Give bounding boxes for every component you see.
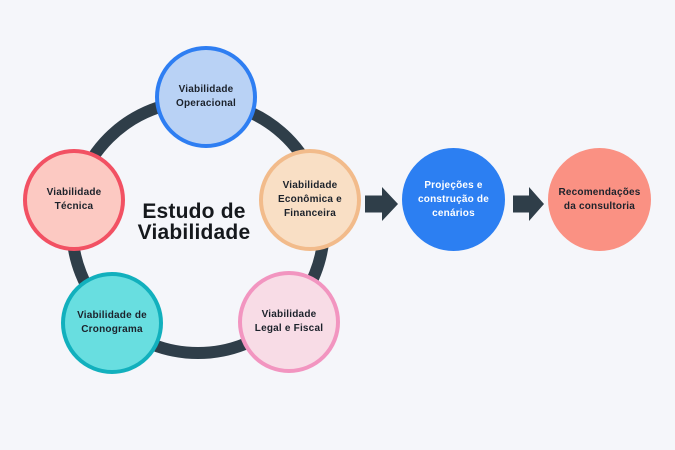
hub-title-line: Viabilidade (137, 221, 251, 244)
circle-label-line: Viabilidade (178, 84, 234, 95)
circle-label: Viabilidade de Cronograma (77, 309, 147, 337)
circle-label: Projeções e construção de cenários (418, 179, 489, 221)
circle-viabilidade-cronograma: Viabilidade de Cronograma (61, 272, 163, 374)
circle-label: Viabilidade Econômica e Financeira (278, 179, 342, 221)
circle-viabilidade-tecnica: Viabilidade Técnica (23, 149, 125, 251)
circle-viabilidade-operacional: Viabilidade Operacional (155, 46, 257, 148)
circle-label: Viabilidade Técnica (47, 186, 102, 214)
flow-arrow-2 (513, 187, 544, 221)
circle-label-line: cenários (432, 207, 475, 219)
circle-label: Viabilidade Operacional (176, 83, 236, 111)
circle-label-line: Viabilidade de (77, 310, 147, 321)
circle-label-line: Viabilidade (282, 180, 338, 191)
circle-label-line: Legal e Fiscal (254, 323, 324, 334)
circle-label-line: Projeções e (424, 179, 483, 191)
circle-label-line: Cronograma (81, 324, 143, 335)
hub-title: Estudo de Viabilidade (94, 201, 294, 243)
circle-viabilidade-economica-financeira: Viabilidade Econômica e Financeira (259, 149, 361, 251)
circle-label-line: construção de (418, 193, 489, 205)
circle-label-line: da consultoria (563, 200, 636, 212)
circle-label-line: Viabilidade (261, 309, 317, 320)
circle-label-line: Viabilidade (46, 187, 102, 198)
circle-label-line: Recomendações (558, 186, 641, 198)
circle-label-line: Operacional (176, 98, 236, 109)
circle-recomendacoes-consultoria: Recomendações da consultoria (548, 148, 651, 251)
circle-label: Recomendações da consultoria (558, 186, 640, 214)
flow-arrow-1 (365, 187, 398, 221)
circle-label: Viabilidade Legal e Fiscal (255, 308, 323, 336)
circle-projecoes-cenarios: Projeções e construção de cenários (402, 148, 505, 251)
circle-label-line: Financeira (283, 208, 336, 219)
circle-viabilidade-legal-fiscal: Viabilidade Legal e Fiscal (238, 271, 340, 373)
circle-label-line: Técnica (54, 201, 94, 212)
hub-title-line: Estudo de (142, 200, 246, 223)
circle-label-line: Econômica e (278, 194, 342, 205)
